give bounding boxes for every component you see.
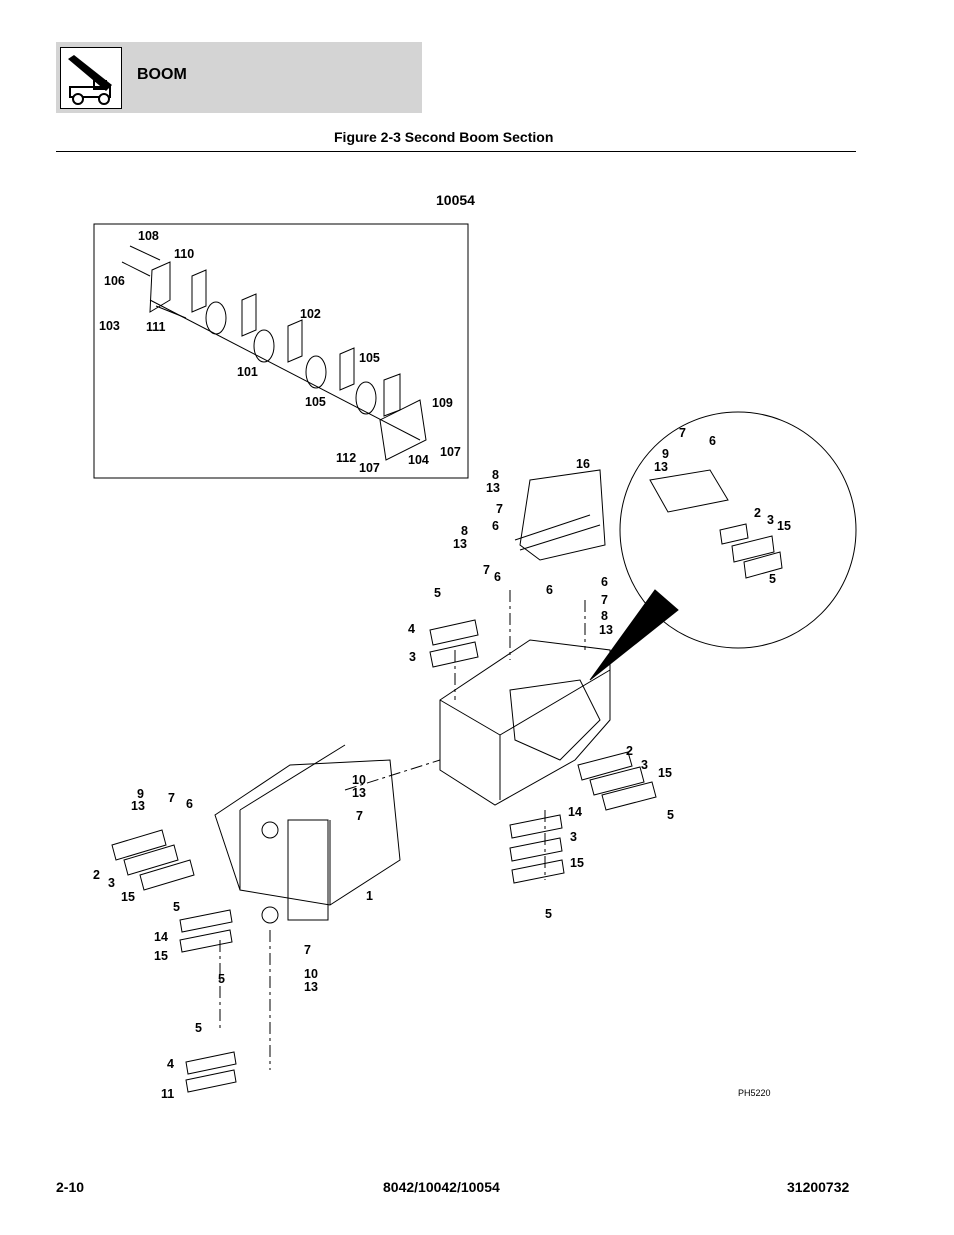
svg-text:6: 6 (494, 570, 501, 584)
svg-text:5: 5 (545, 907, 552, 921)
svg-text:112: 112 (336, 451, 356, 465)
svg-text:15: 15 (777, 519, 791, 533)
svg-text:5: 5 (434, 586, 441, 600)
svg-text:15: 15 (570, 856, 584, 870)
header-divider (56, 151, 856, 152)
svg-text:105: 105 (305, 395, 326, 409)
svg-text:108: 108 (138, 229, 159, 243)
svg-text:103: 103 (99, 319, 120, 333)
svg-text:13: 13 (352, 786, 366, 800)
svg-text:3: 3 (641, 758, 648, 772)
svg-text:107: 107 (440, 445, 461, 459)
inset-frame (93, 223, 469, 479)
svg-text:6: 6 (601, 575, 608, 589)
svg-text:106: 106 (104, 274, 125, 288)
svg-text:13: 13 (599, 623, 613, 637)
svg-text:4: 4 (167, 1057, 174, 1071)
svg-text:1: 1 (366, 889, 373, 903)
svg-text:8: 8 (601, 609, 608, 623)
svg-text:8: 8 (492, 468, 499, 482)
svg-text:107: 107 (359, 461, 380, 475)
svg-text:6: 6 (709, 434, 716, 448)
svg-text:15: 15 (154, 949, 168, 963)
svg-text:16: 16 (576, 457, 590, 471)
svg-text:6: 6 (186, 797, 193, 811)
svg-text:2: 2 (754, 506, 761, 520)
document-number: 31200732 (787, 1179, 850, 1195)
svg-text:7: 7 (356, 809, 363, 823)
svg-text:10: 10 (352, 773, 366, 787)
svg-text:15: 15 (121, 890, 135, 904)
svg-text:102: 102 (300, 307, 321, 321)
svg-text:14: 14 (154, 930, 168, 944)
svg-text:3: 3 (570, 830, 577, 844)
svg-text:10: 10 (304, 967, 318, 981)
telehandler-boom-icon (60, 47, 122, 109)
detail-magnifier (619, 411, 857, 649)
svg-text:7: 7 (304, 943, 311, 957)
svg-text:4: 4 (408, 622, 415, 636)
svg-text:5: 5 (195, 1021, 202, 1035)
model-number: 10054 (436, 192, 475, 208)
svg-text:7: 7 (168, 791, 175, 805)
page-number: 2-10 (56, 1179, 85, 1195)
svg-text:14: 14 (568, 805, 582, 819)
svg-text:9: 9 (662, 447, 669, 461)
svg-text:3: 3 (108, 876, 115, 890)
model-list: 8042/10042/10054 (383, 1179, 500, 1195)
svg-text:111: 111 (146, 320, 166, 334)
svg-text:13: 13 (654, 460, 668, 474)
section-title: BOOM (137, 66, 187, 83)
svg-text:7: 7 (496, 502, 503, 516)
svg-text:8: 8 (461, 524, 468, 538)
svg-text:5: 5 (769, 572, 776, 586)
svg-text:7: 7 (679, 426, 686, 440)
svg-text:13: 13 (131, 799, 145, 813)
svg-text:3: 3 (767, 513, 774, 527)
svg-text:109: 109 (432, 396, 453, 410)
svg-text:13: 13 (486, 481, 500, 495)
svg-text:3: 3 (409, 650, 416, 664)
svg-text:101: 101 (237, 365, 258, 379)
svg-text:15: 15 (658, 766, 672, 780)
svg-text:110: 110 (174, 247, 194, 261)
svg-text:13: 13 (304, 980, 318, 994)
svg-text:7: 7 (483, 563, 490, 577)
svg-text:5: 5 (218, 972, 225, 986)
svg-text:5: 5 (173, 900, 180, 914)
svg-text:7: 7 (601, 593, 608, 607)
svg-text:6: 6 (492, 519, 499, 533)
svg-text:9: 9 (137, 787, 144, 801)
svg-text:105: 105 (359, 351, 380, 365)
svg-text:5: 5 (667, 808, 674, 822)
svg-text:104: 104 (408, 453, 429, 467)
svg-text:6: 6 (546, 583, 553, 597)
svg-text:13: 13 (453, 537, 467, 551)
photo-ref: PH5220 (738, 1088, 771, 1098)
svg-text:2: 2 (93, 868, 100, 882)
svg-text:11: 11 (161, 1087, 174, 1101)
svg-text:2: 2 (626, 744, 633, 758)
